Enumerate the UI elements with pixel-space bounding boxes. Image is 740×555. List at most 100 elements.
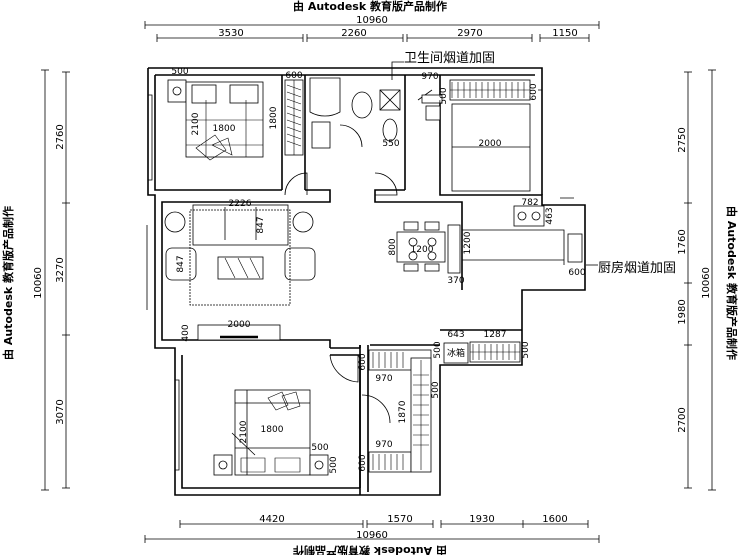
walk-in-closet: 600 970 1870 970 600 500 (358, 349, 441, 473)
left-dim-3: 3070 (55, 399, 66, 424)
closet-bottom-width: 970 (375, 440, 392, 450)
left-dim-1: 2760 (55, 124, 66, 149)
right-dim-2: 1760 (677, 229, 688, 254)
stove-width: 782 (521, 198, 538, 208)
sofa (192, 204, 289, 246)
top-dim-4: 1150 (552, 28, 577, 39)
nightstand-left (213, 454, 233, 476)
doors (284, 124, 398, 424)
walls (146, 67, 586, 496)
bottom-dim-3: 1930 (469, 514, 494, 525)
right-dimensions: 2750 1760 1980 2700 10060 (677, 69, 716, 491)
dining-width: 1200 (411, 245, 434, 255)
right-dim-4: 2700 (677, 407, 688, 432)
bathroom-flue-note: 卫生间烟道加固 (404, 51, 495, 66)
right-dim-3: 1980 (677, 299, 688, 324)
right-total-dim: 10060 (701, 267, 712, 299)
top-dimensions: 10960 3530 2260 2970 1150 (144, 15, 600, 42)
utility-area: 冰箱 643 1287 500 500 (433, 330, 531, 364)
tv-cabinet (197, 324, 281, 341)
second-nightstand-width: 500 (311, 443, 328, 453)
closet-length: 1870 (398, 400, 408, 423)
second-bed-length: 2100 (239, 420, 249, 443)
rug (189, 209, 291, 306)
study-bed (451, 103, 531, 192)
bathroom: 550 卫生间烟道加固 (309, 51, 495, 149)
master-bed-length: 2100 (191, 112, 201, 135)
armchair-depth: 847 (176, 255, 186, 272)
top-total-dim: 10960 (356, 15, 388, 26)
stove (513, 205, 545, 227)
chair (425, 105, 441, 121)
counter-length: 1200 (463, 231, 473, 254)
toilet (351, 91, 373, 119)
fridge (443, 342, 469, 364)
closet-side-dim: 500 (431, 381, 441, 398)
second-bedroom: 1800 2100 500 500 (213, 389, 339, 476)
cabinet-depth-left: 500 (433, 341, 443, 358)
second-bed (234, 389, 311, 476)
tv-width: 2000 (228, 320, 251, 330)
master-wardrobe-depth: 600 (285, 71, 302, 81)
fridge-width: 643 (447, 330, 464, 340)
top-dim-2: 2260 (341, 28, 366, 39)
dining-depth: 800 (388, 238, 398, 255)
washer (311, 121, 331, 149)
tv-depth: 400 (181, 324, 191, 341)
left-dimensions: 10060 2760 3270 3070 (33, 69, 70, 491)
second-nightstand-depth: 500 (329, 456, 339, 473)
master-bed (185, 81, 264, 158)
bottom-dim-2: 1570 (387, 514, 412, 525)
closet-bottom (368, 451, 412, 473)
bottom-dimensions: 4420 1570 1930 1600 10960 (144, 514, 600, 543)
basin-dim: 550 (382, 139, 399, 149)
dining-table (396, 231, 446, 263)
dining-kitchen: 1200 800 1200 370 782 463 600 厨房烟道加固 (388, 198, 676, 286)
master-bed-width: 1800 (213, 124, 236, 134)
counter-depth: 370 (447, 276, 464, 286)
study-desk-depth: 500 (439, 87, 449, 104)
watermark-right: 由 Autodesk 教育版产品制作 (725, 206, 739, 360)
sofa-width: 2226 (229, 199, 252, 209)
shower (309, 77, 341, 117)
bottom-dim-4: 1600 (542, 514, 567, 525)
master-bedroom: 1800 2100 500 600 1800 (167, 67, 304, 161)
basin (382, 118, 398, 142)
closet-top-width: 970 (375, 374, 392, 384)
master-nightstand-dim: 500 (171, 67, 188, 77)
bottom-total-dim: 10960 (356, 530, 388, 541)
cabinet-width: 1287 (484, 330, 507, 340)
master-wardrobe-length: 1800 (269, 106, 279, 129)
counter (447, 224, 461, 274)
fridge-label: 冰箱 (447, 347, 465, 359)
watermark-bottom: 由 Autodesk 教育版产品制作 (293, 544, 447, 555)
watermark-left: 由 Autodesk 教育版产品制作 (1, 206, 15, 360)
left-dim-2: 3270 (55, 257, 66, 282)
top-dim-1: 3530 (218, 28, 243, 39)
study: 970 500 600 2000 (417, 72, 539, 192)
sink (567, 233, 583, 263)
study-desk-dim: 970 (421, 72, 438, 82)
watermark-top: 由 Autodesk 教育版产品制作 (293, 0, 447, 13)
desk (421, 94, 443, 104)
coffee-table (217, 256, 264, 280)
study-bed-dim: 2000 (479, 139, 502, 149)
second-bed-width: 1800 (261, 425, 284, 435)
bottom-dim-1: 4420 (259, 514, 284, 525)
stove-depth: 463 (545, 207, 555, 224)
study-shelf-depth: 600 (529, 83, 539, 100)
armchair-right (284, 247, 316, 281)
cabinet-depth-right: 500 (521, 341, 531, 358)
right-dim-1: 2750 (677, 127, 688, 152)
kitchen-flue-note: 厨房烟道加固 (598, 260, 676, 276)
living-room: 2226 847 847 2000 400 (164, 199, 316, 342)
nightstand-right (309, 454, 329, 476)
left-total-dim: 10060 (33, 267, 44, 299)
closet-bottom-depth: 600 (358, 454, 368, 471)
top-dim-3: 2970 (457, 28, 482, 39)
armchair-left (165, 247, 197, 281)
sofa-depth: 847 (256, 216, 266, 233)
sink-depth: 600 (568, 268, 585, 278)
nightstand (167, 79, 187, 103)
